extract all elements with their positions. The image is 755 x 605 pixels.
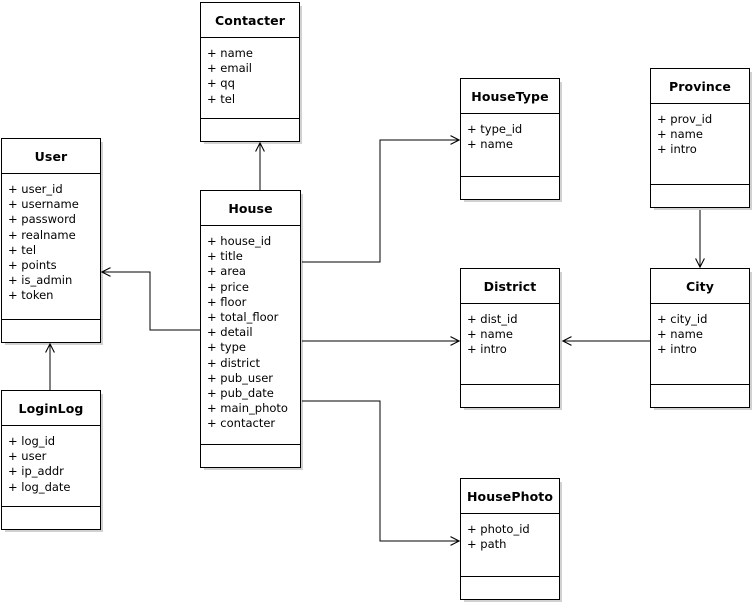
- class-methods-contacter: [201, 119, 299, 141]
- class-methods-province: [651, 185, 749, 207]
- class-attributes-loginlog: + log_id + user + ip_addr + log_date: [2, 426, 100, 507]
- attribute-row: + type: [207, 340, 246, 355]
- class-attributes-contacter: + name + email + qq + tel: [201, 38, 299, 119]
- edge-house-housephoto: [302, 400, 461, 546]
- class-name-province: Province: [651, 69, 749, 104]
- class-name-housetype: HouseType: [461, 79, 559, 114]
- edge-house-user: [100, 267, 201, 331]
- attribute-row: + qq: [207, 76, 235, 91]
- class-box-loginlog[interactable]: LoginLog + log_id + user + ip_addr + log…: [1, 390, 101, 530]
- attribute-row: + name: [207, 46, 253, 60]
- attribute-row: + password: [8, 212, 76, 227]
- class-name-user: User: [2, 139, 100, 174]
- attribute-row: + contacter: [207, 416, 276, 431]
- class-name-housephoto: HousePhoto: [461, 479, 559, 514]
- class-attributes-housephoto: + photo_id + path: [461, 514, 559, 577]
- class-methods-housetype: [461, 177, 559, 199]
- class-methods-loginlog: [2, 507, 100, 529]
- attribute-row: + log_date: [8, 479, 71, 494]
- attribute-row: + realname: [8, 227, 76, 242]
- attribute-row: + name: [657, 327, 703, 342]
- attribute-row: + photo_id: [467, 522, 530, 536]
- attribute-row: + name: [467, 327, 513, 342]
- attribute-row: + intro: [467, 342, 507, 357]
- attribute-row: + price: [207, 279, 249, 294]
- class-name-contacter: Contacter: [201, 3, 299, 38]
- attribute-row: + tel: [8, 242, 37, 257]
- attribute-row: + main_photo: [207, 401, 288, 416]
- attribute-row: + intro: [657, 142, 697, 157]
- attribute-row: + user_id: [8, 182, 63, 196]
- class-box-contacter[interactable]: Contacter + name + email + qq + tel: [200, 2, 300, 142]
- attribute-row: + area: [207, 264, 246, 279]
- class-attributes-housetype: + type_id + name: [461, 114, 559, 177]
- attribute-row: + ip_addr: [8, 464, 64, 479]
- attribute-row: + intro: [657, 342, 697, 357]
- attribute-row: + points: [8, 258, 57, 273]
- class-methods-housephoto: [461, 577, 559, 599]
- attribute-row: + pub_date: [207, 386, 274, 401]
- attribute-row: + email: [207, 61, 253, 76]
- attribute-row: + log_id: [8, 434, 56, 448]
- attribute-row: + detail: [207, 325, 253, 340]
- attribute-row: + token: [8, 288, 54, 303]
- class-attributes-province: + prov_id + name + intro: [651, 104, 749, 185]
- class-name-house: House: [201, 191, 300, 226]
- class-methods-city: [651, 385, 749, 407]
- attribute-row: + total_floor: [207, 310, 279, 325]
- attribute-row: + floor: [207, 294, 247, 309]
- class-box-housetype[interactable]: HouseType + type_id + name: [460, 78, 560, 200]
- attribute-row: + pub_user: [207, 370, 274, 385]
- class-name-loginlog: LoginLog: [2, 391, 100, 426]
- attribute-row: + is_admin: [8, 273, 73, 288]
- attribute-row: + name: [657, 127, 703, 142]
- class-name-district: District: [461, 269, 559, 304]
- class-attributes-house: + house_id + title + area + price + floo…: [201, 226, 300, 445]
- class-box-housephoto[interactable]: HousePhoto + photo_id + path: [460, 478, 560, 600]
- attribute-row: + title: [207, 249, 243, 264]
- attribute-row: + path: [467, 537, 507, 552]
- attribute-row: + user: [8, 449, 47, 464]
- attribute-row: + tel: [207, 91, 236, 106]
- attribute-row: + name: [467, 137, 513, 152]
- attribute-row: + city_id: [657, 312, 708, 326]
- class-methods-user: [2, 320, 100, 342]
- attribute-row: + username: [8, 197, 79, 212]
- class-attributes-user: + user_id + username + password + realna…: [2, 174, 100, 320]
- attribute-row: + district: [207, 355, 261, 370]
- class-methods-house: [201, 445, 300, 467]
- class-box-house[interactable]: House + house_id + title + area + price …: [200, 190, 301, 468]
- class-methods-district: [461, 385, 559, 407]
- class-box-user[interactable]: User + user_id + username + password + r…: [1, 138, 101, 343]
- class-name-city: City: [651, 269, 749, 304]
- class-box-city[interactable]: City + city_id + name + intro: [650, 268, 750, 408]
- class-attributes-city: + city_id + name + intro: [651, 304, 749, 385]
- class-attributes-district: + dist_id + name + intro: [461, 304, 559, 385]
- attribute-row: + prov_id: [657, 112, 713, 126]
- class-box-province[interactable]: Province + prov_id + name + intro: [650, 68, 750, 208]
- attribute-row: + dist_id: [467, 312, 518, 326]
- edge-house-housetype: [302, 135, 461, 263]
- class-box-district[interactable]: District + dist_id + name + intro: [460, 268, 560, 408]
- attribute-row: + house_id: [207, 234, 272, 248]
- attribute-row: + type_id: [467, 122, 523, 136]
